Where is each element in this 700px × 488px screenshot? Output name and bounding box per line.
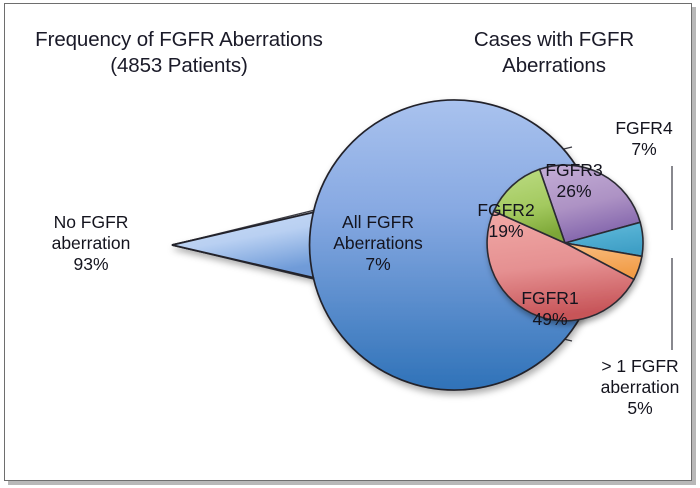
label-fgfr3: FGFR3 26%	[545, 160, 603, 201]
pie-slice-all-fgfr-aberrations[interactable]	[171, 211, 315, 279]
label-all-fgfr-aberrations: All FGFR Aberrations 7%	[333, 212, 423, 274]
pie-chart-frequency	[171, 99, 601, 391]
label-fgfr1: FGFR1 49%	[521, 288, 579, 329]
label-no-fgfr-aberration: No FGFR aberration 93%	[51, 212, 131, 274]
label-more-than-one-fgfr-aberration: > 1 FGFR aberration 5%	[600, 356, 680, 418]
pie-slice-fgfr1[interactable]	[486, 210, 636, 322]
label-fgfr4: FGFR4 7%	[615, 118, 673, 159]
chart-title-frequency: Frequency of FGFR Aberrations (4853 Pati…	[35, 28, 323, 77]
chart-title-cases: Cases with FGFR Aberrations	[473, 28, 635, 77]
pie-slice-fgfr2[interactable]	[492, 168, 567, 245]
pie-slice-fgfr3[interactable]	[538, 164, 642, 244]
pie-chart-cases	[486, 164, 644, 322]
label-fgfr2: FGFR2 19%	[477, 200, 535, 241]
